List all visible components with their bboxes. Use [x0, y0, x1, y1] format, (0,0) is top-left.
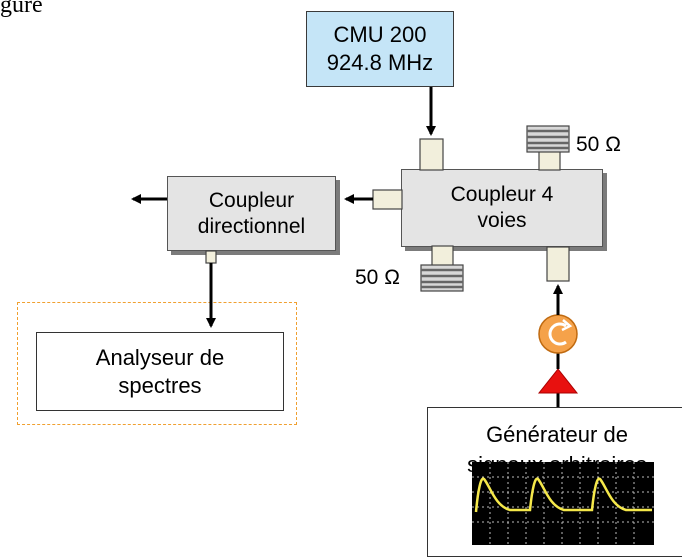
- coupleur4-label: Coupleur 4 voies: [450, 183, 554, 232]
- coupleur4-bottom-port: [546, 246, 570, 282]
- coupleur4-load-port-top: [538, 149, 561, 171]
- coupleur4-load-port-bottom: [431, 245, 454, 267]
- coupleur4-block: Coupleur 4 voies: [401, 169, 603, 247]
- load-icon: [526, 125, 570, 153]
- coupleur-dir-bottom-port: [205, 250, 217, 264]
- generateur-block: Générateur de signaux arbitraires: [427, 407, 682, 557]
- coupleur-dir-label: Coupleur directionnel: [197, 188, 306, 238]
- load-top-label: 50 Ω: [576, 133, 621, 156]
- analyseur-label: Analyseur de spectres: [95, 344, 225, 398]
- load-bottom-label: 50 Ω: [355, 266, 400, 289]
- coupleur-dir-block: Coupleur directionnel: [167, 176, 336, 251]
- analyseur-dashed-frame: [17, 302, 297, 425]
- generateur-label: Générateur de signaux arbitraires: [467, 422, 647, 477]
- coupleur4-top-port: [419, 138, 444, 171]
- analyseur-block: Analyseur de spectres: [36, 332, 284, 411]
- amplifier-icon: [537, 368, 579, 394]
- header-partial-text: gure: [0, 0, 43, 18]
- cmu-block: CMU 200 924.8 MHz: [306, 11, 454, 87]
- cmu-label: CMU 200 924.8 MHz: [326, 22, 434, 75]
- coupleur4-left-port: [372, 189, 403, 210]
- circulator-icon: [538, 314, 578, 354]
- load-icon: [420, 264, 464, 292]
